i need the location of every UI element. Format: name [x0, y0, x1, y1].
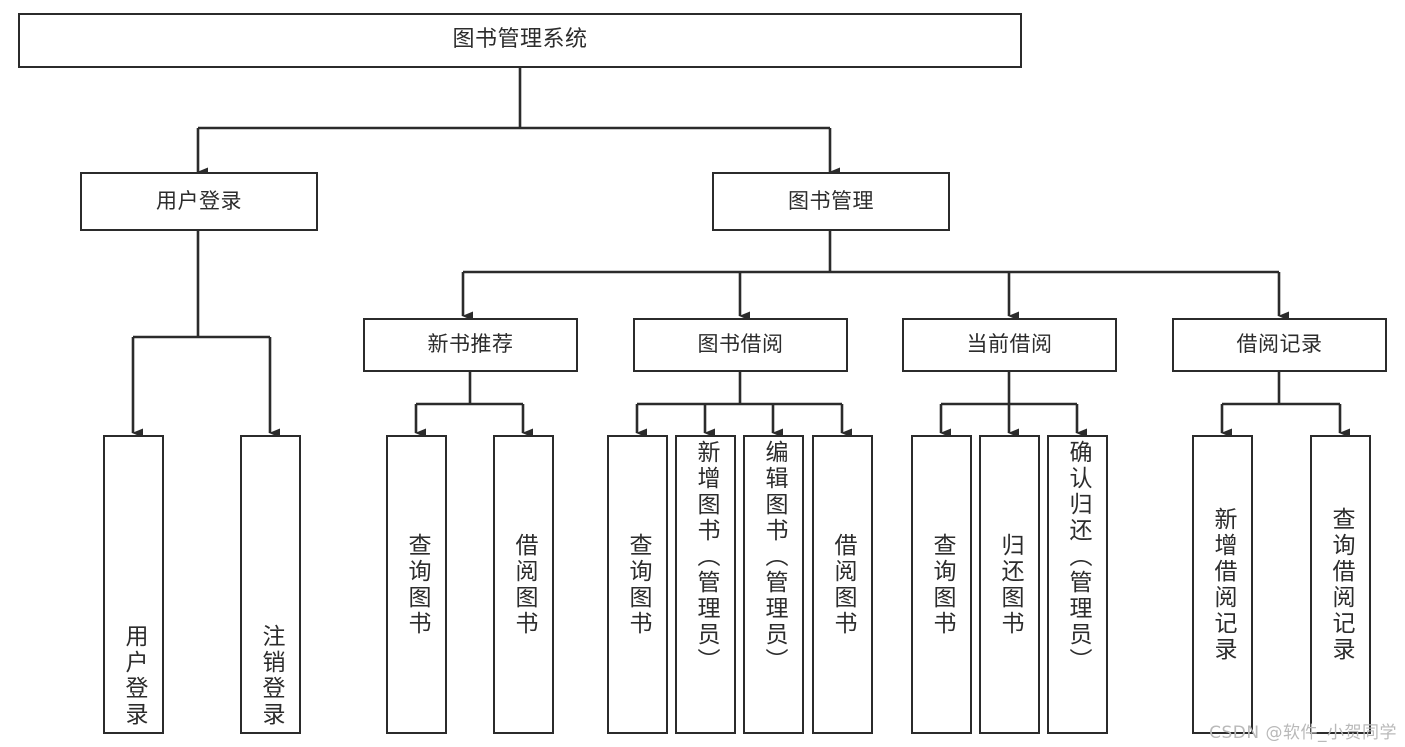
node-current-borrow[interactable]: 当前借阅 — [902, 318, 1117, 372]
leaf-logout[interactable]: 注销登录 — [240, 435, 301, 734]
node-label: 查询图书 — [404, 532, 430, 637]
node-label: 归还图书 — [997, 532, 1023, 637]
leaf-query-record[interactable]: 查询借阅记录 — [1310, 435, 1371, 734]
node-label: 图书管理系统 — [452, 27, 588, 53]
node-label: 确认归还（管理员） — [1065, 440, 1091, 674]
leaf-confirm-return[interactable]: 确认归还（管理员） — [1047, 435, 1108, 734]
node-label: 编辑图书（管理员） — [761, 440, 787, 674]
node-label: 注销登录 — [258, 624, 284, 728]
leaf-edit-book[interactable]: 编辑图书（管理员） — [743, 435, 804, 734]
leaf-add-book[interactable]: 新增图书（管理员） — [675, 435, 736, 734]
node-label: 查询借阅记录 — [1328, 506, 1354, 663]
node-label: 用户登录 — [121, 624, 147, 728]
leaf-borrow-book-2[interactable]: 借阅图书 — [812, 435, 873, 734]
node-label: 借阅图书 — [511, 532, 537, 637]
node-borrow-record[interactable]: 借阅记录 — [1172, 318, 1387, 372]
leaf-query-book-2[interactable]: 查询图书 — [607, 435, 668, 734]
leaf-return-book[interactable]: 归还图书 — [979, 435, 1040, 734]
node-label: 图书借阅 — [697, 332, 784, 357]
leaf-borrow-book-1[interactable]: 借阅图书 — [493, 435, 554, 734]
node-label: 借阅图书 — [830, 532, 856, 637]
node-label: 借阅记录 — [1236, 332, 1323, 357]
leaf-query-book-1[interactable]: 查询图书 — [386, 435, 447, 734]
node-label: 图书管理 — [788, 188, 874, 213]
node-label: 查询图书 — [625, 532, 651, 637]
leaf-user-login[interactable]: 用户登录 — [103, 435, 164, 734]
node-label: 新书推荐 — [427, 332, 514, 357]
node-label: 新增借阅记录 — [1210, 506, 1236, 663]
node-book-borrow[interactable]: 图书借阅 — [633, 318, 848, 372]
csdn-watermark: CSDN @软件_小贺同学 — [1209, 723, 1397, 743]
node-book-management[interactable]: 图书管理 — [712, 172, 950, 231]
node-label: 当前借阅 — [966, 332, 1053, 357]
node-root-book-management-system[interactable]: 图书管理系统 — [18, 13, 1022, 68]
node-user-login[interactable]: 用户登录 — [80, 172, 318, 231]
leaf-query-book-3[interactable]: 查询图书 — [911, 435, 972, 734]
node-label: 新增图书（管理员） — [693, 440, 719, 674]
node-new-book-recommend[interactable]: 新书推荐 — [363, 318, 578, 372]
leaf-add-record[interactable]: 新增借阅记录 — [1192, 435, 1253, 734]
node-label: 查询图书 — [929, 532, 955, 637]
node-label: 用户登录 — [156, 188, 242, 213]
